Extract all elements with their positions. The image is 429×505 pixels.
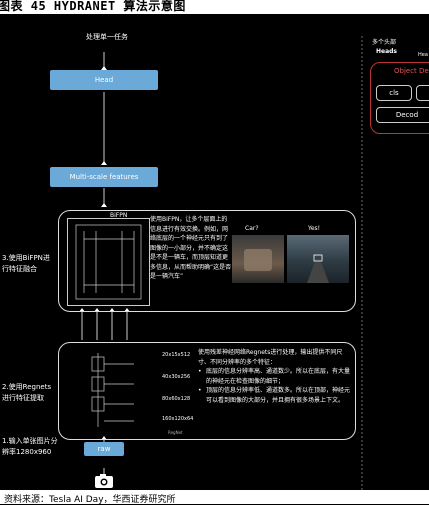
car-image-blurry [232,235,284,283]
reg-box [416,85,429,101]
car-image-road [307,254,329,283]
feature-size-4: 160x120x64 [162,416,194,422]
step-1-label: 1.输入单张图片分辨率1280x960 [2,437,58,456]
heads-label-2: Hea [418,52,428,58]
decoder-box: Decod [376,107,429,123]
regnets-bullet-1: •底层的信息分辨率高、通道数少。所以在底层，有大量的神经元在检查图像的细节； [198,368,351,385]
cls-box: cls [376,85,412,101]
regnet-graph [68,347,154,433]
car-image-clear [287,235,349,283]
bifpn-graph-lines [75,224,142,300]
right-panel-title: 多个头部 [372,39,397,46]
bifpn-description: 使用BiFPN，让多个层面上的信息进行有效交换。例如，网络底层的一个神经元只有到… [150,216,232,280]
head-box: Head [50,70,158,90]
car-question-label: Car? [245,225,259,232]
feature-size-3: 80x60x128 [162,396,191,402]
multiscale-features-box: Multi-scale features [50,167,158,187]
car-yes-label: Yes! [308,225,321,232]
object-detection-head [370,62,429,134]
camera-icon [94,473,114,489]
raw-input-box: raw [84,442,124,456]
regnets-bullet-2-text: 顶层的信息分辨率低、通道数多。所以在顶部，神经元可以看到图像的大部分，并且拥有很… [206,387,351,404]
heads-label: Heads [376,48,398,55]
bifpn-graph [67,218,150,306]
feature-size-1: 20x15x512 [162,352,191,358]
step-3-label: 3.使用BiFPN进行特征融合 [2,254,50,273]
figure-caption-bar: 图表 45 HYDRANET 算法示意图 [0,0,429,14]
source-bar: 资料来源：Tesla AI Day，华西证券研究所 [0,490,429,505]
regnets-bullet-2: •顶层的信息分辨率低、通道数多。所以在顶部，神经元可以看到图像的大部分，并且拥有… [198,387,351,404]
regnet-graph-lines [91,353,134,427]
regnets-bullet-1-text: 底层的信息分辨率高、通道数少。所以在底层，有大量的神经元在检查图像的细节； [206,368,351,385]
camera-icon-svg [95,474,113,488]
source-text: 资料来源：Tesla AI Day，华西证券研究所 [4,495,176,505]
figure-caption: 图表 45 HYDRANET 算法示意图 [0,0,186,13]
object-detection-label: Object De [394,67,429,75]
diagram-top-title: 处理单一任务 [86,33,128,41]
step-2-label: 2.使用Regnets进行特征提取 [2,383,52,402]
bifpn-panel [58,210,356,312]
regnets-description: 使用残差神经网络Regnets进行处理，输出提供不同尺寸、不同分辨率的多个特征：… [198,348,350,405]
feature-size-2: 40x30x256 [162,374,191,380]
regnet-label: RegNet [168,430,183,435]
bifpn-box-label: BiFPN [110,212,128,219]
regnets-intro: 使用残差神经网络Regnets进行处理，输出提供不同尺寸、不同分辨率的多个特征： [198,349,343,366]
regnets-panel [58,342,356,440]
